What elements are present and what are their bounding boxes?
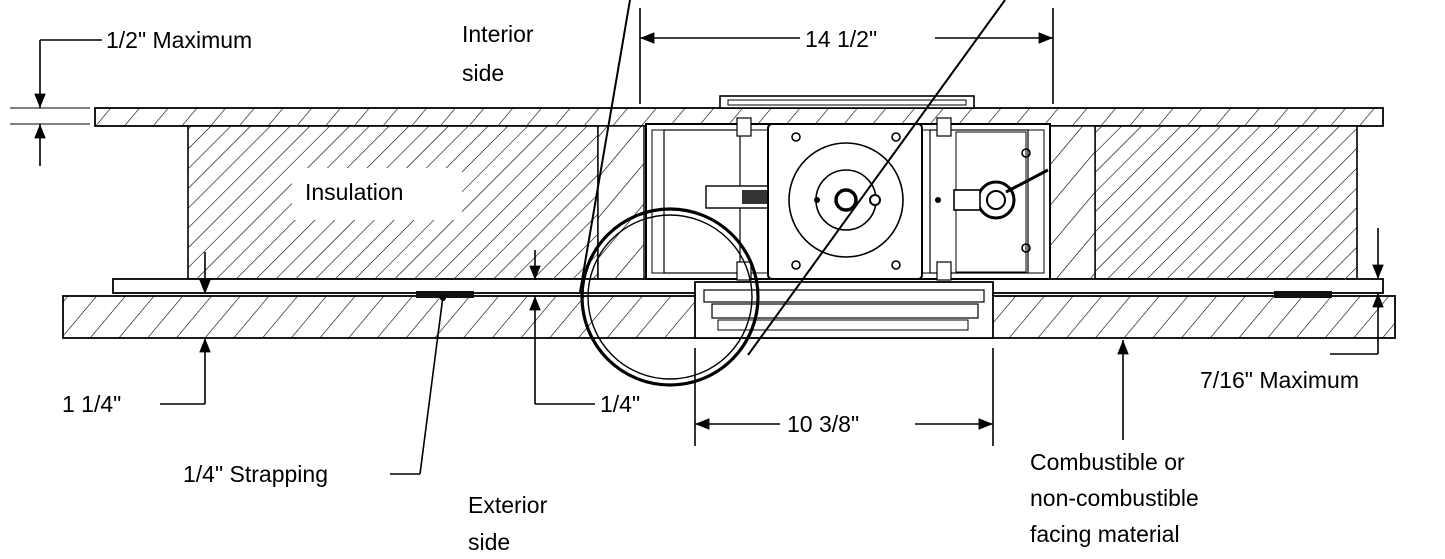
interior-sheathing: [94, 107, 1384, 127]
callout-leader-left: [579, 0, 631, 293]
strapping-right: [1274, 291, 1332, 298]
seven-sixteenths-label: 7/16" Maximum: [1200, 367, 1359, 393]
insulation-label-background: [292, 168, 462, 220]
strapping-left: [416, 291, 474, 298]
dimension-one-quarter: [160, 252, 211, 405]
exterior-side-label-line2: side: [468, 529, 510, 555]
strapping-label: 1/4" Strapping: [183, 461, 328, 487]
dimension-half-inch-max: [10, 39, 102, 166]
half-inch-max-label: 1/2" Maximum: [106, 27, 252, 53]
interior-side-label-line2: side: [462, 60, 504, 86]
strapping-leader: [390, 295, 446, 475]
insulation-right: [1094, 125, 1358, 280]
one-quarter-label: 1 1/4": [62, 391, 121, 417]
dimension-10-3-8: [694, 348, 994, 446]
vent-unit: [645, 95, 1051, 339]
width-bottom-label: 10 3/8": [787, 411, 859, 437]
stud-left: [597, 125, 645, 280]
callout-leader-right: [747, 0, 1006, 356]
exterior-side-label-line1: Exterior: [468, 492, 548, 518]
detail-callout-circle: [580, 207, 760, 387]
dimension-14-1-2: [639, 8, 1054, 104]
interior-side-label-line1: Interior: [462, 21, 534, 47]
dimension-quarter-inch: [529, 250, 595, 405]
quarter-inch-label: 1/4": [600, 391, 640, 417]
dimension-seven-sixteenths: [1330, 228, 1384, 355]
facing-label-line3: facing material: [1030, 521, 1180, 547]
insulation-label: Insulation: [305, 179, 403, 205]
facing-label-line2: non-combustible: [1030, 485, 1199, 511]
width-top-label: 14 1/2": [805, 26, 877, 52]
facing-label-line1: Combustible or: [1030, 449, 1185, 475]
stud-right: [1049, 125, 1096, 280]
